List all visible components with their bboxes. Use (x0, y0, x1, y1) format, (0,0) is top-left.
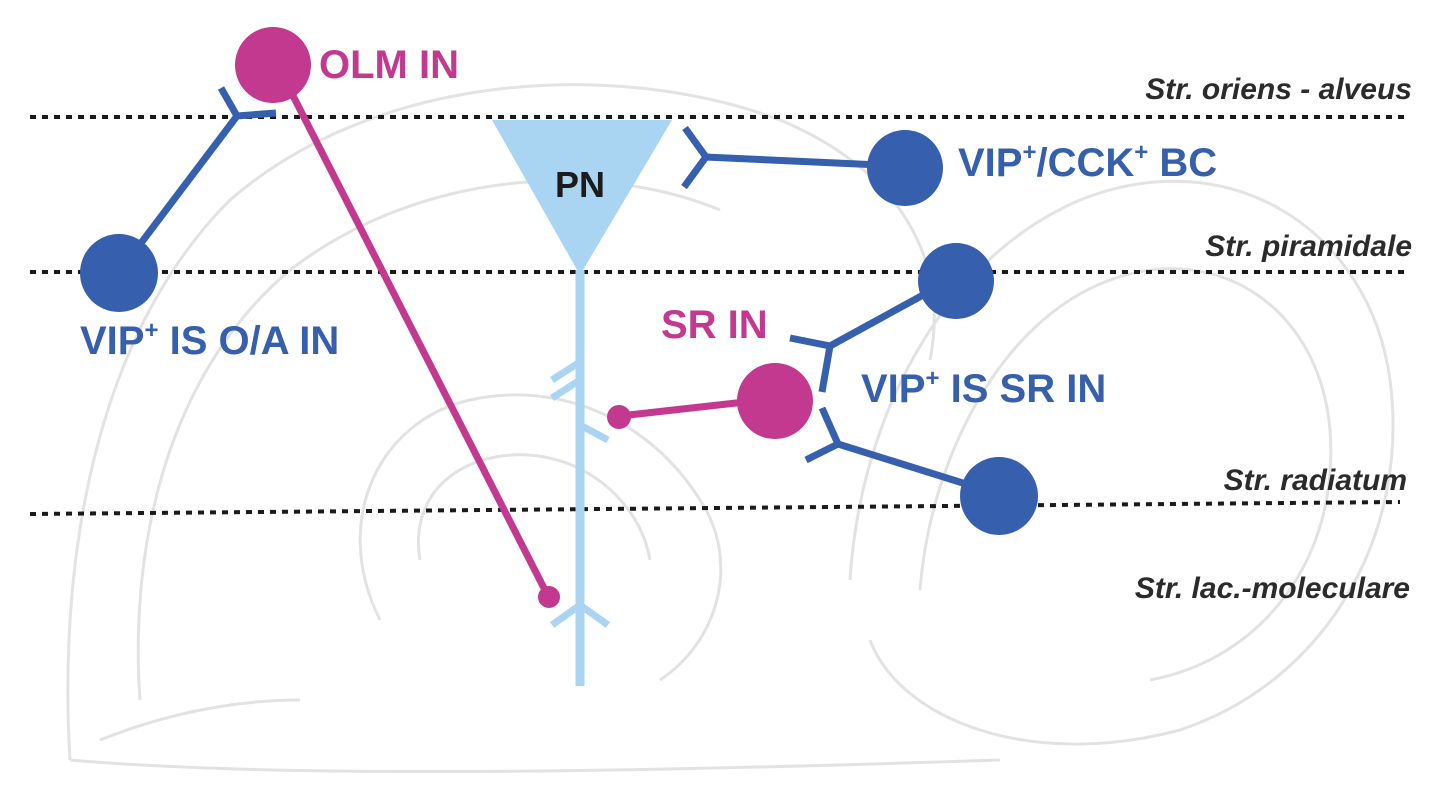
vip-is-sr-in-soma-upper (918, 243, 994, 319)
vip-is-sr-synapse-fork-lower (804, 406, 843, 464)
layer-label-oriens: Str. oriens - alveus (1145, 73, 1412, 106)
sr-in-label: SR IN (661, 303, 768, 347)
vip-is-oa-synapse-fork (217, 86, 277, 120)
vip-is-sr-synapse-fork-upper (789, 334, 835, 393)
vip-is-oa-in-soma (80, 234, 158, 312)
layer-label-piramidale: Str. piramidale (1205, 230, 1412, 263)
layer-label-radiatum: Str. radiatum (1224, 464, 1407, 497)
pyramidal-neuron (492, 120, 672, 686)
background-hippocampus-sketch (66, 83, 1395, 774)
vip-cck-bc-label: VIP+/CCK+ BC (958, 139, 1217, 185)
pyramidal-dendrite-branch-lower (549, 600, 611, 628)
vip-is-oa-in-label: VIP+ IS O/A IN (80, 317, 339, 363)
vip-cck-bc-soma (867, 130, 943, 206)
olm-in-soma (235, 27, 311, 103)
layer-label-lacunosum: Str. lac.-moleculare (1135, 572, 1410, 605)
sr-in-axon (607, 398, 746, 429)
pyramidal-dendrite-branch-upper (550, 355, 584, 401)
vip-is-sr-in-label: VIP+ IS SR IN (861, 365, 1106, 411)
olm-axon-terminal (538, 586, 560, 608)
olm-axon (281, 78, 560, 608)
pn-label: PN (555, 164, 605, 205)
olm-in-label: OLM IN (319, 43, 459, 87)
vip-cck-bc-axon (681, 125, 881, 190)
layer-line-radiatum-lacunosum (29, 500, 1401, 516)
pyramidal-soma (492, 120, 672, 275)
vip-cck-bc-synapse-fork (681, 125, 711, 190)
vip-is-oa-axon (129, 86, 277, 258)
sr-in-axon-terminal (607, 405, 631, 429)
sr-in-soma (737, 363, 813, 439)
pyramidal-dendrite-branch-middle (578, 421, 610, 444)
vip-is-sr-in-soma-lower (960, 457, 1038, 535)
